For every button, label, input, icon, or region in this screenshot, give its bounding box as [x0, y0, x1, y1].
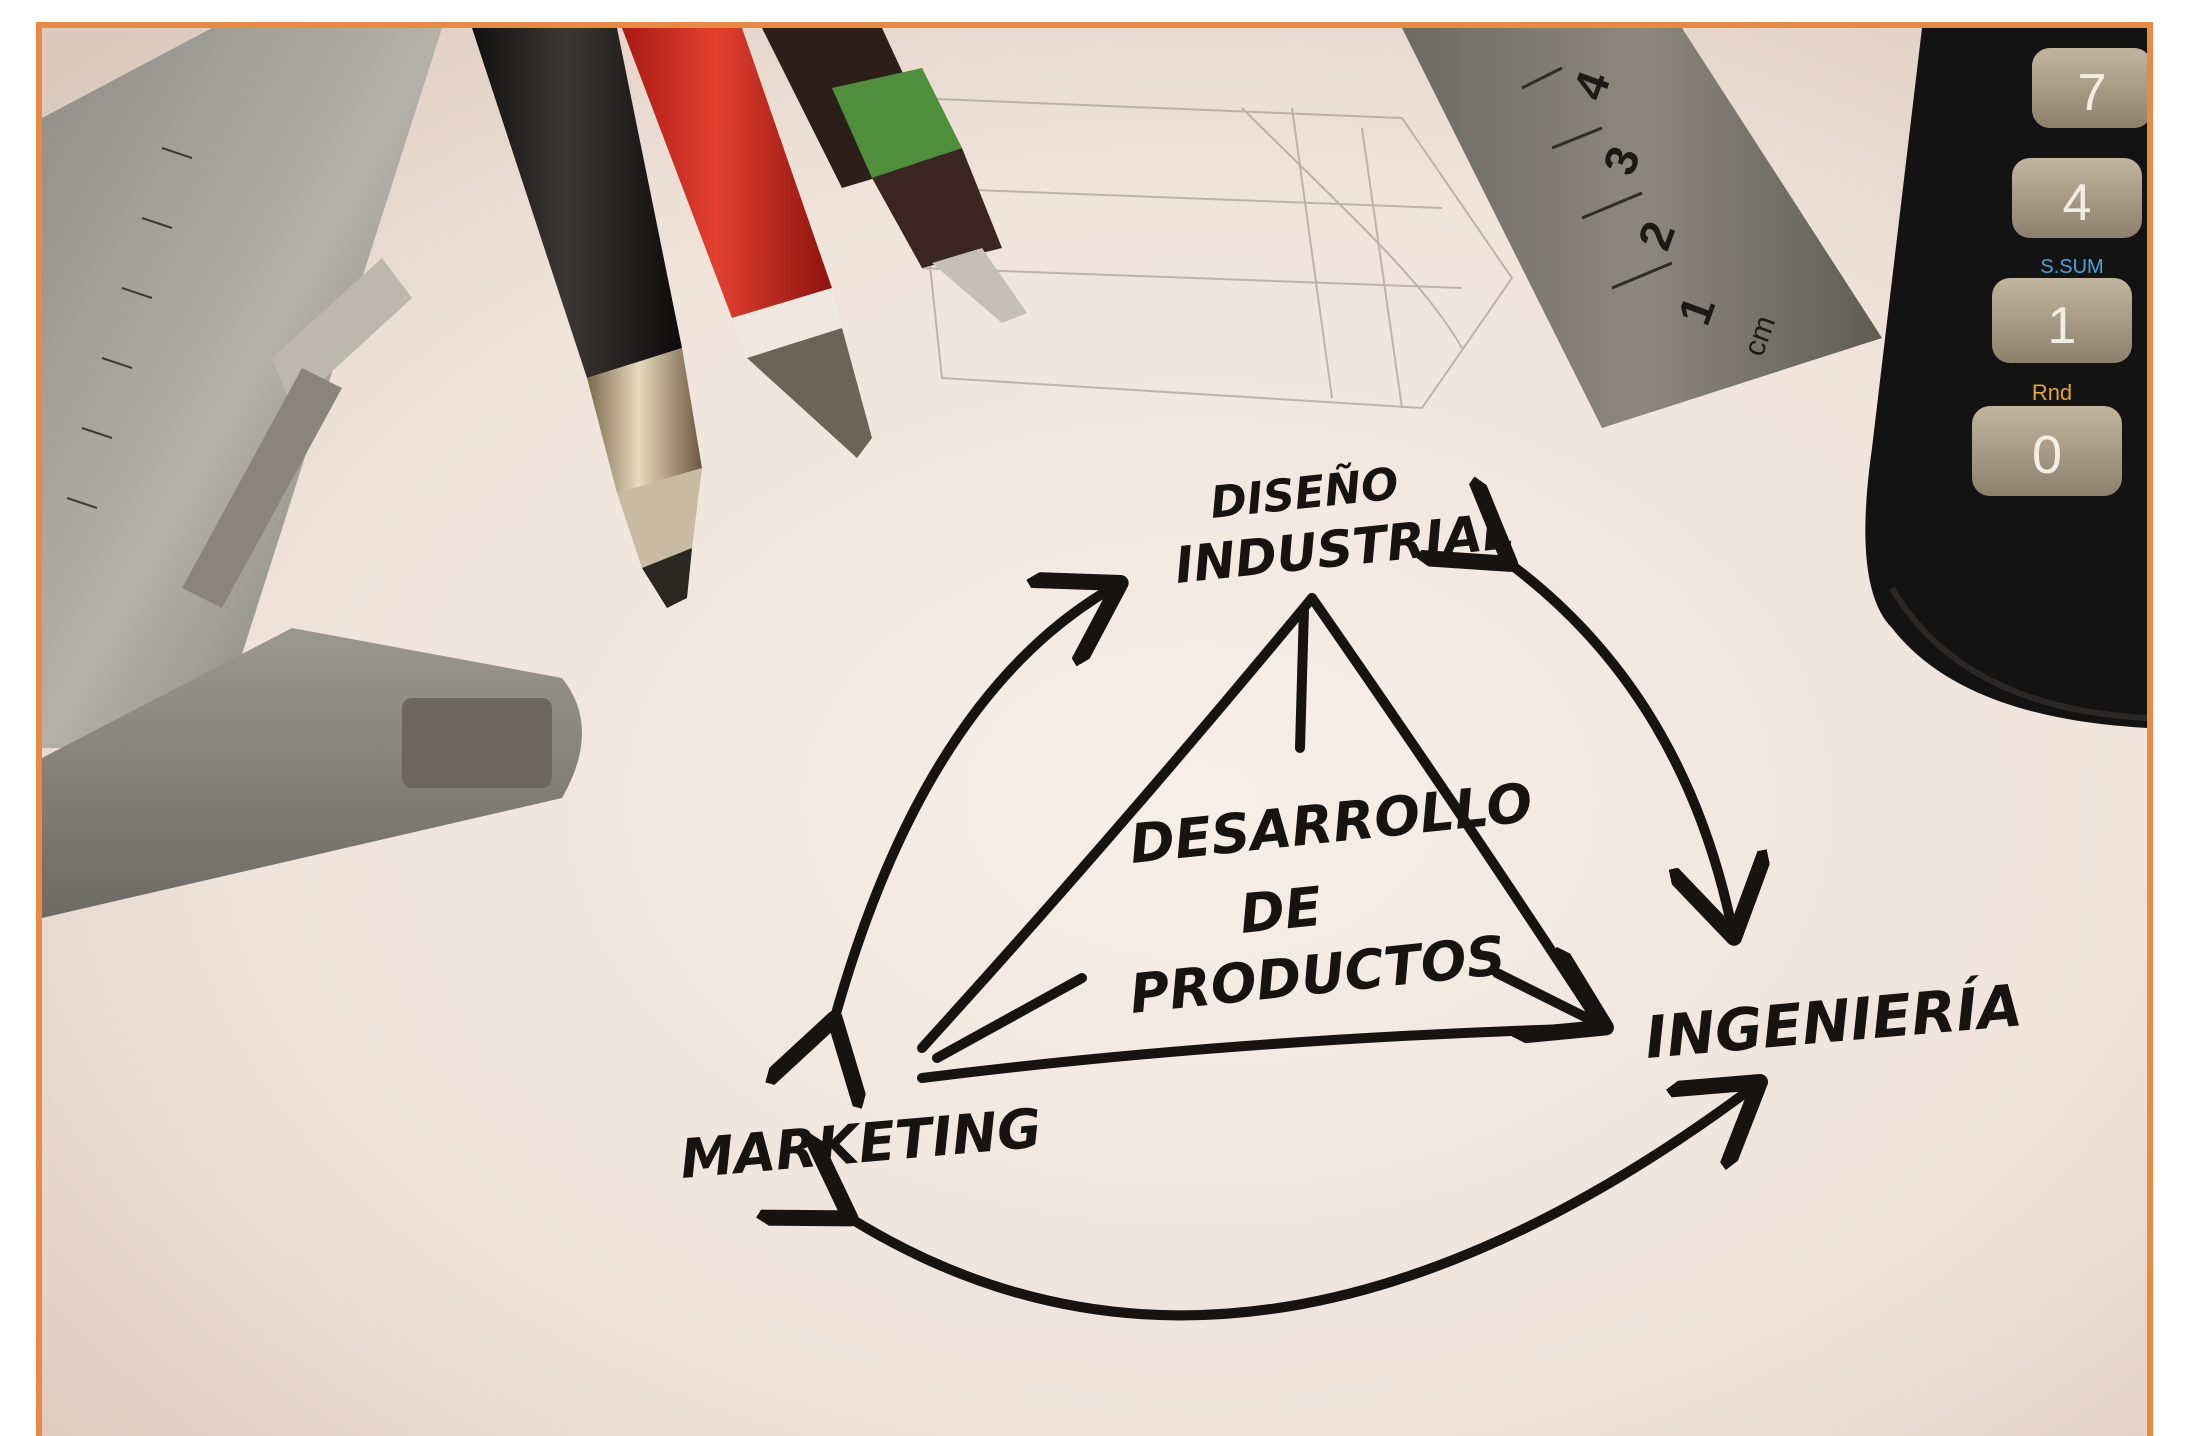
calculator-key-1-label: 1 [2048, 297, 2077, 355]
arrow-top-left [832, 588, 1112, 1028]
calculator-key-7 [2032, 48, 2147, 128]
caliper [42, 28, 582, 918]
calculator-key-1 [1992, 278, 2132, 363]
calculator-key-0 [1972, 406, 2122, 496]
calculator-key-7-label: 7 [2078, 64, 2107, 122]
pencil-sketch [910, 96, 1514, 410]
red-pen [622, 28, 872, 458]
calculator-key-4 [2012, 158, 2142, 238]
spoke-top [1295, 603, 1309, 753]
spoke-right [1492, 973, 1597, 1023]
black-pencil [472, 28, 702, 608]
photo-frame: 4 3 2 1 cm 7 4 S.SUM 1 Rnd 0 DISEÑO IND [36, 22, 2153, 1436]
arrow-top-right [1502, 558, 1732, 928]
calculator-caption-rnd: Rnd [2032, 380, 2072, 405]
calculator-caption-ssum: S.SUM [2040, 256, 2103, 278]
green-pen [762, 28, 1027, 323]
arrow-bottom [842, 1088, 1752, 1321]
label-de: DE [1237, 875, 1325, 946]
calculator: 7 4 S.SUM 1 Rnd 0 [1865, 28, 2147, 728]
calculator-key-0-label: 0 [2032, 425, 2062, 485]
steel-ruler: 4 3 2 1 cm [1402, 28, 1882, 428]
photo-scene: 4 3 2 1 cm 7 4 S.SUM 1 Rnd 0 DISEÑO IND [42, 28, 2147, 1436]
diagram [832, 558, 1752, 1321]
calculator-key-4-label: 4 [2063, 174, 2092, 232]
